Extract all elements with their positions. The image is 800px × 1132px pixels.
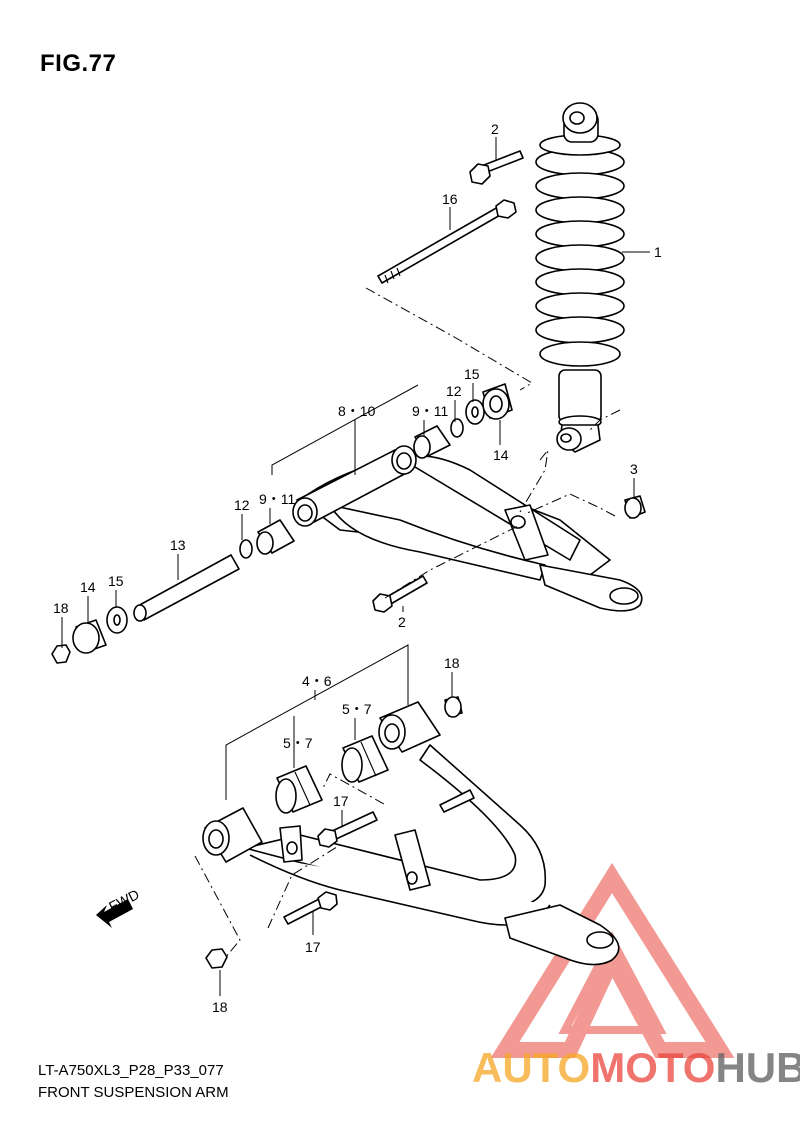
- callout-18-bottom: 18: [212, 999, 228, 1015]
- pivot-shaft-13: [133, 554, 240, 622]
- fwd-arrow-icon: FWD: [96, 886, 142, 928]
- bolt-2-top: [469, 150, 524, 185]
- bolt-2-mid: [372, 575, 428, 613]
- callout-5-7-right: 5・7: [342, 701, 372, 717]
- callout-14-upper: 14: [493, 447, 509, 463]
- callout-2-top: 2: [491, 121, 499, 137]
- nut-18-bottom: [205, 948, 228, 969]
- callout-18-left: 18: [53, 600, 69, 616]
- callout-17-lower: 17: [305, 939, 321, 955]
- callout-2-mid: 2: [398, 614, 406, 630]
- nut-3: [624, 495, 646, 519]
- bushing-5-7-right: [341, 735, 389, 783]
- leader-lines: [61, 137, 650, 996]
- callout-4-6: 4・6: [302, 673, 332, 689]
- svg-text:AUTOMOTOHUB: AUTOMOTOHUB: [472, 1044, 800, 1091]
- watermark-moto: MOTO: [590, 1044, 715, 1091]
- watermark-triangle-inner: [558, 931, 667, 1034]
- callout-13: 13: [170, 537, 186, 553]
- callout-3: 3: [630, 461, 638, 477]
- callout-17-upper: 17: [333, 793, 349, 809]
- figure-title: FIG.77: [40, 50, 117, 77]
- upper-suspension-arm: [292, 445, 643, 612]
- lower-suspension-arm: [202, 701, 620, 966]
- nut-18-left: [51, 644, 71, 664]
- seal-12-lower: [239, 539, 253, 559]
- callout-5-7-left: 5・7: [283, 735, 313, 751]
- watermark-hub: HUB: [715, 1044, 800, 1091]
- callout-9-11-upper: 9・11: [412, 403, 449, 419]
- shock-absorber: [535, 102, 625, 453]
- long-bolt-16: [377, 199, 517, 284]
- bushing-9-11-lower: [256, 519, 295, 555]
- callout-1: 1: [654, 244, 662, 260]
- callout-15-upper: 15: [464, 366, 480, 382]
- nut-18-upper-right: [444, 696, 463, 718]
- callout-labels: 1 2 16 8・10 9・11 12 15 14 3 9・11 12 13 1…: [53, 121, 662, 1015]
- callout-12-upper: 12: [446, 383, 462, 399]
- cap-14-upper: [482, 383, 513, 420]
- callout-16: 16: [442, 191, 458, 207]
- callout-8-10: 8・10: [338, 403, 376, 419]
- bolt-17-lower: [283, 891, 338, 925]
- cap-14-lower: [72, 619, 107, 654]
- watermark-auto: AUTO: [472, 1044, 590, 1091]
- callout-15-lower: 15: [108, 573, 124, 589]
- shock-lower-body: [558, 369, 602, 423]
- callout-14-lower: 14: [80, 579, 96, 595]
- bolt-17-upper: [317, 811, 378, 848]
- watermark-text: AUTOMOTOHUB: [472, 1044, 800, 1091]
- callout-9-11-lower: 9・11: [259, 491, 296, 507]
- bushing-9-11-upper: [413, 425, 451, 459]
- coil-spring: [535, 148, 625, 367]
- bushing-5-7-left: [275, 765, 323, 814]
- seal-12-upper: [450, 418, 464, 438]
- figure-name: FRONT SUSPENSION ARM: [38, 1084, 229, 1101]
- figure-code: LT-A750XL3_P28_P33_077: [38, 1062, 224, 1079]
- callout-12-lower: 12: [234, 497, 250, 513]
- alignment-lines: [194, 287, 621, 959]
- callout-18-upper: 18: [444, 655, 460, 671]
